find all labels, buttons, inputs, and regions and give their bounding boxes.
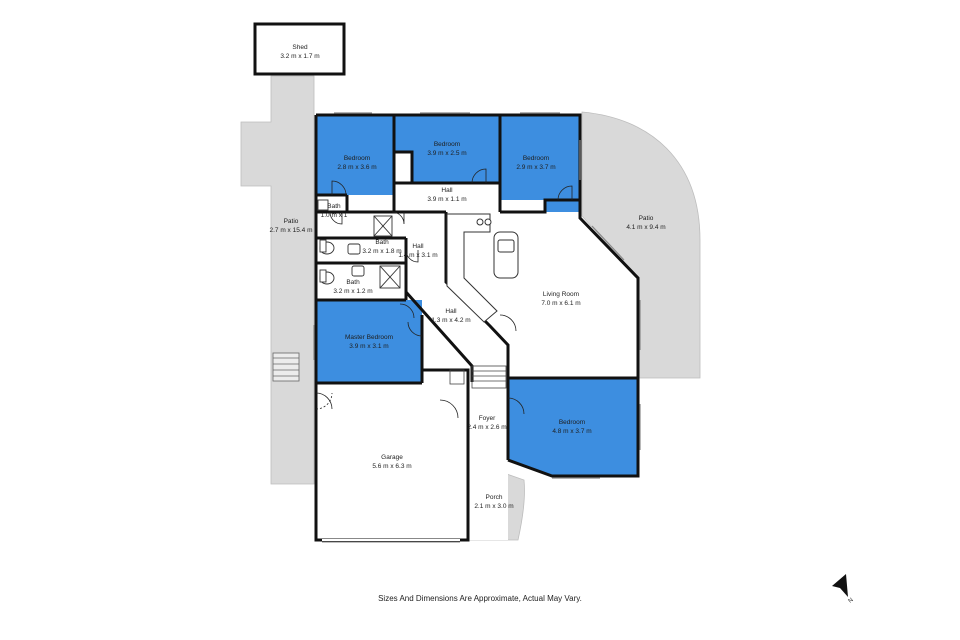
north-arrow-icon <box>832 574 848 597</box>
patio-stairs <box>272 352 300 382</box>
bedroom-fills <box>316 115 638 476</box>
vanity <box>317 199 329 211</box>
master-bedroom-area <box>316 300 422 383</box>
bedroom-2-area <box>395 115 500 183</box>
kitchen-counters <box>446 213 519 323</box>
windows <box>313 112 641 479</box>
patio-east-area <box>581 111 701 379</box>
bath-fixtures <box>317 199 401 289</box>
disclaimer-text: Sizes And Dimensions Are Approximate, Ac… <box>378 594 582 603</box>
shed-walls <box>253 22 346 76</box>
patio-west-area <box>240 75 315 485</box>
sink <box>351 265 365 277</box>
bedroom-3-area <box>501 115 580 212</box>
entry-stairs <box>449 365 507 389</box>
sink <box>347 243 361 255</box>
bedroom-1-area <box>316 115 394 195</box>
bedroom-4-area <box>508 378 638 476</box>
door-swings <box>315 168 573 419</box>
